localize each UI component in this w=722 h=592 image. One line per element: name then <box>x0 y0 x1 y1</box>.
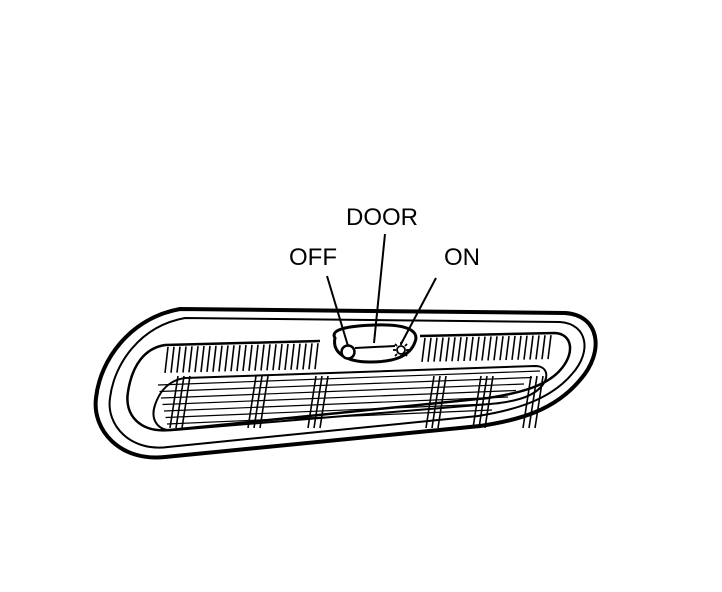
lens-rib-vertical <box>169 375 179 429</box>
hatch-stroke <box>290 343 295 370</box>
hatch-stroke <box>200 345 205 373</box>
hatch-stroke <box>523 335 528 360</box>
on-position-icon <box>393 342 409 358</box>
hatch-stroke <box>260 344 265 371</box>
hatch-stroke <box>296 343 301 370</box>
lens-rib-vertical <box>425 375 435 429</box>
hatch-stroke <box>457 336 462 362</box>
door-leader-line <box>373 233 386 344</box>
hatch-stroke <box>302 343 307 370</box>
lens-rib-vertical <box>534 375 544 429</box>
lens-rib-vertical <box>181 375 191 429</box>
hatch-stroke <box>475 336 480 361</box>
hatch-stroke <box>206 345 211 372</box>
lens-rib-vertical <box>431 375 441 429</box>
hatch-stroke <box>170 346 175 373</box>
off-leader-line <box>326 275 349 347</box>
lens-rib-vertical <box>472 375 482 429</box>
lens-rib-vertical <box>484 375 494 429</box>
lens-rib-vertical <box>175 375 185 429</box>
hatch-stroke <box>451 337 456 362</box>
hatch-stroke <box>445 337 450 362</box>
lens-rib <box>163 396 509 412</box>
hatch-stroke <box>439 337 444 362</box>
hatch-stroke <box>469 336 474 361</box>
hatch-stroke <box>535 335 540 360</box>
lens-ribs <box>157 370 541 425</box>
hatch-stroke <box>194 346 199 373</box>
hatch-stroke <box>176 346 181 373</box>
hatch-stroke <box>188 346 193 373</box>
lens-rib-vertical <box>247 375 257 429</box>
hatch-stroke <box>236 345 241 372</box>
lens-rib <box>165 402 501 419</box>
hatch-stroke <box>314 343 319 370</box>
lens-rib-vertical <box>313 375 323 429</box>
hatch-stroke <box>182 346 187 373</box>
hatch-stroke <box>427 337 432 362</box>
hatch-stroke <box>254 344 259 371</box>
hatch-stroke <box>499 336 504 361</box>
hatch-stroke <box>493 336 498 361</box>
lens-rib <box>166 409 493 425</box>
lens-rib-groups <box>169 375 544 429</box>
hatch-stroke <box>511 335 516 361</box>
lens-rib <box>157 370 541 386</box>
lens-rib-vertical <box>478 375 488 429</box>
hatch-stroke <box>266 344 271 371</box>
lens-rib-vertical <box>528 375 538 429</box>
hatch-stroke <box>218 345 223 372</box>
lens-rib-vertical <box>319 375 329 429</box>
hatch-stroke <box>272 344 277 371</box>
lens-rib <box>160 383 525 399</box>
hatch-stroke <box>541 335 546 360</box>
hatch-stroke <box>230 345 235 372</box>
hatch-stroke <box>481 336 486 361</box>
hatch-stroke <box>421 337 426 362</box>
door-label: DOOR <box>346 204 418 231</box>
hatch-stroke <box>487 336 492 361</box>
hatch-stroke <box>517 335 522 360</box>
lens-rib-vertical <box>522 375 532 429</box>
hatch-stroke <box>433 337 438 362</box>
on-leader-line <box>400 277 437 345</box>
lamp-housing-outer <box>93 306 598 460</box>
lens-rib <box>159 376 533 393</box>
lens-rib-vertical <box>253 375 263 429</box>
hatch-stroke <box>224 345 229 372</box>
hatch-stroke <box>212 345 217 372</box>
hatch-stroke <box>529 335 534 360</box>
off-label: OFF <box>289 244 337 271</box>
switch-slot <box>354 345 396 349</box>
hatch-stroke <box>248 344 253 371</box>
lens-rib-vertical <box>307 375 317 429</box>
reflector-hatching <box>164 335 552 374</box>
lens-rib-vertical <box>437 375 447 429</box>
hatch-stroke <box>308 343 313 370</box>
off-position-icon <box>340 344 356 360</box>
hatch-stroke <box>278 343 283 371</box>
on-label: ON <box>444 244 480 271</box>
lens-rib-vertical <box>259 375 269 429</box>
hatch-stroke <box>463 336 468 362</box>
lens-rib <box>162 389 517 406</box>
hatch-stroke <box>505 335 510 361</box>
hatch-stroke <box>164 346 169 374</box>
lamp-housing-inner <box>108 316 586 449</box>
hatch-stroke <box>242 344 247 372</box>
hatch-stroke <box>284 343 289 371</box>
hatch-stroke <box>547 335 552 360</box>
